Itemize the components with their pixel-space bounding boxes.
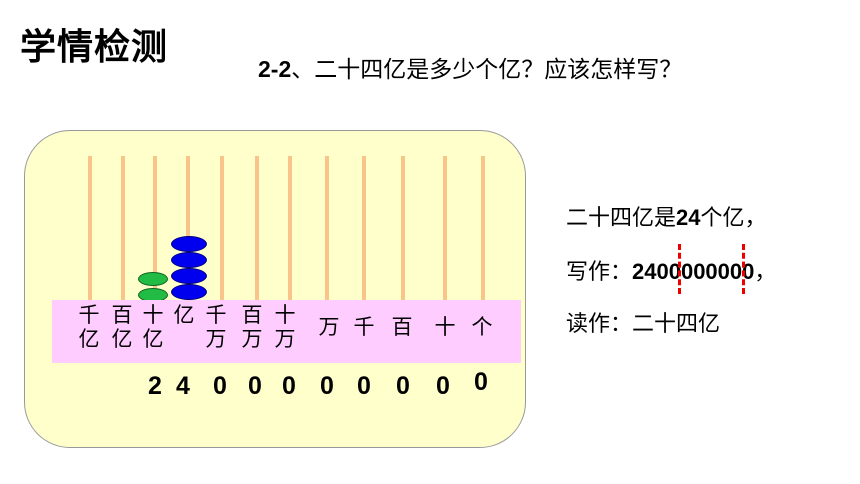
digit: 2: [148, 372, 162, 400]
abacus-rod: [220, 156, 224, 302]
abacus-rod: [401, 156, 405, 302]
digit: 0: [248, 372, 262, 400]
abacus-bead-green: [138, 272, 168, 286]
place-label: 十亿: [142, 303, 164, 351]
answer-line-1: 二十四亿是24个亿，: [566, 205, 767, 231]
digit: 0: [474, 368, 488, 396]
abacus-rod: [255, 156, 259, 302]
abacus-rod: [288, 156, 292, 302]
place-label: 十万: [274, 303, 296, 351]
abacus-bead-blue: [171, 284, 207, 300]
digit: 4: [176, 372, 190, 400]
place-value-band: [52, 300, 521, 363]
digit: 0: [213, 372, 227, 400]
place-label: 千: [353, 315, 375, 339]
question-number: 2-2: [258, 56, 292, 82]
place-label: 万: [318, 315, 340, 339]
abacus-rod: [153, 156, 157, 302]
digit: 0: [396, 372, 410, 400]
place-label: 千亿: [78, 303, 100, 351]
abacus-rod: [325, 156, 329, 302]
answer-line-2: 写作：2400000000，: [566, 259, 777, 285]
separator-mark: [742, 244, 745, 294]
digit: 0: [320, 372, 334, 400]
digit: 0: [357, 372, 371, 400]
digit: 0: [436, 372, 450, 400]
abacus-bead-blue: [171, 236, 207, 252]
abacus-bead-blue: [171, 252, 207, 268]
abacus-rod: [186, 156, 190, 302]
separator-mark: [678, 244, 681, 294]
answer-line-3: 读作：二十四亿: [566, 312, 721, 337]
place-label: 亿: [173, 303, 195, 327]
abacus-frame: [24, 130, 526, 448]
digit: 0: [282, 372, 296, 400]
place-label: 百: [391, 315, 413, 339]
abacus-bead-blue: [171, 268, 207, 284]
abacus-rod: [88, 156, 92, 302]
abacus-rod: [443, 156, 447, 302]
place-label: 百亿: [111, 303, 133, 351]
place-label: 十: [434, 315, 456, 339]
abacus-rod: [121, 156, 125, 302]
slide-title: 学情检测: [20, 27, 169, 68]
place-label: 百万: [241, 303, 263, 351]
place-label: 个: [471, 315, 493, 339]
question-text: 2-2、二十四亿是多少个亿？应该怎样写？: [258, 50, 682, 84]
abacus-rod: [362, 156, 366, 302]
place-label: 千万: [205, 303, 227, 351]
question-body: 、二十四亿是多少个亿？应该怎样写？: [291, 57, 683, 83]
abacus-rod: [481, 156, 485, 302]
